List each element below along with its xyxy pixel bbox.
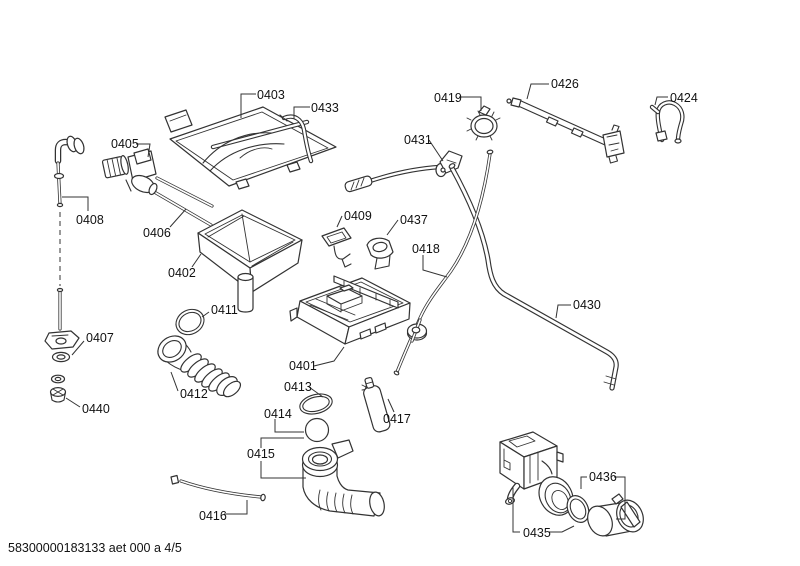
- part-label-0436: 0436: [589, 470, 617, 484]
- part-label-0414: 0414: [264, 407, 292, 421]
- part-drawing-0401-housing: [289, 275, 411, 345]
- leader-0440: [65, 397, 81, 408]
- part-label-0440: 0440: [82, 402, 110, 416]
- part-label-0402: 0402: [168, 266, 196, 280]
- leader-0408: [62, 196, 89, 211]
- part-drawing-0426-rail: [506, 97, 625, 164]
- leader-0431: [428, 139, 444, 162]
- part-labels: 0403 0433 0419 0426 0424 0405 0431 0408 …: [76, 77, 698, 540]
- part-label-0403: 0403: [257, 88, 285, 102]
- part-drawing-0418-rod-grommet: [393, 149, 494, 376]
- part-drawing-0419-clamp: [466, 105, 501, 141]
- part-label-0424: 0424: [670, 91, 698, 105]
- leader-0435-left: [512, 487, 520, 533]
- part-drawing-0436-seal-filter: [566, 493, 644, 537]
- part-label-0411: 0411: [211, 303, 238, 317]
- part-drawing-0412-bellows-hose: [157, 335, 242, 398]
- part-label-0426: 0426: [551, 77, 579, 91]
- leader-0415-top: [260, 437, 304, 448]
- part-drawing-0430-tube: [448, 163, 619, 391]
- document-number: 58300000183133 aet 000 a 4/5: [8, 541, 182, 555]
- leader-0437: [386, 219, 399, 236]
- part-drawing-0417-bottle: [361, 376, 391, 433]
- leader-0435-right: [549, 525, 575, 533]
- part-label-0435: 0435: [523, 526, 551, 540]
- leader-0407: [71, 340, 85, 356]
- part-label-0406: 0406: [143, 226, 171, 240]
- leader-0415-bottom: [260, 461, 306, 479]
- part-label-0412: 0412: [180, 387, 208, 401]
- part-label-0437: 0437: [400, 213, 428, 227]
- part-drawing-0405-inlet-valve: [101, 148, 158, 196]
- part-label-0418: 0418: [412, 242, 440, 256]
- part-label-0405: 0405: [111, 137, 139, 151]
- part-drawing-0413-ring: [299, 393, 333, 415]
- leader-0413: [308, 386, 324, 398]
- leader-0409: [336, 215, 343, 228]
- leader-0426: [526, 83, 549, 100]
- part-drawing-0424-fork-hose: [649, 100, 685, 144]
- part-label-0419: 0419: [434, 91, 462, 105]
- part-drawing-0431-hose-connector: [344, 150, 463, 193]
- part-drawing-0407-washer: [51, 351, 71, 363]
- leader-0403: [240, 93, 256, 118]
- part-label-0416: 0416: [199, 509, 227, 523]
- part-drawing-0409-clip: [321, 227, 352, 268]
- part-drawing-0402-drawer: [197, 209, 303, 313]
- part-label-0417: 0417: [383, 412, 411, 426]
- part-drawing-0437-clip: [366, 237, 394, 270]
- leader-0401: [313, 346, 345, 367]
- part-drawing-0440-ring-cap: [49, 374, 67, 403]
- leader-0424: [654, 96, 668, 106]
- part-label-0401: 0401: [289, 359, 317, 373]
- part-label-0431: 0431: [404, 133, 432, 147]
- part-label-0407: 0407: [86, 331, 114, 345]
- leader-0419: [459, 96, 482, 111]
- leader-0405: [136, 143, 151, 158]
- part-label-0433: 0433: [311, 101, 339, 115]
- leader-0436-left: [580, 476, 587, 489]
- leader-0433: [293, 106, 310, 119]
- part-label-0409: 0409: [344, 209, 372, 223]
- part-label-0415: 0415: [247, 447, 275, 461]
- part-drawing-0415-sump-elbow: [301, 439, 385, 517]
- part-drawing-0433-hose: [279, 114, 314, 164]
- part-label-0413: 0413: [284, 380, 312, 394]
- leader-lines: [62, 83, 668, 533]
- leader-0436-right: [614, 476, 626, 520]
- leader-0402: [191, 253, 202, 268]
- part-drawing-0416-hose: [170, 474, 266, 502]
- part-drawing-0435-pump: [499, 431, 574, 516]
- leader-0406: [169, 208, 187, 228]
- part-drawing-0403-dispenser-cover: [164, 106, 337, 190]
- part-drawing-0408-elbow-pipe: [44, 135, 85, 350]
- leader-0416: [224, 500, 248, 515]
- leader-0430: [555, 304, 571, 319]
- leader-0417: [387, 398, 395, 413]
- leader-0412: [170, 371, 179, 392]
- part-label-0408: 0408: [76, 213, 104, 227]
- leader-0418: [422, 255, 448, 278]
- part-drawing-0406-tubes: [154, 176, 214, 227]
- part-label-0430: 0430: [573, 298, 601, 312]
- part-drawing-0414-ball: [304, 417, 330, 443]
- leader-0411: [201, 311, 210, 318]
- part-drawing-0411-ring: [175, 308, 205, 336]
- leader-0414: [274, 419, 304, 433]
